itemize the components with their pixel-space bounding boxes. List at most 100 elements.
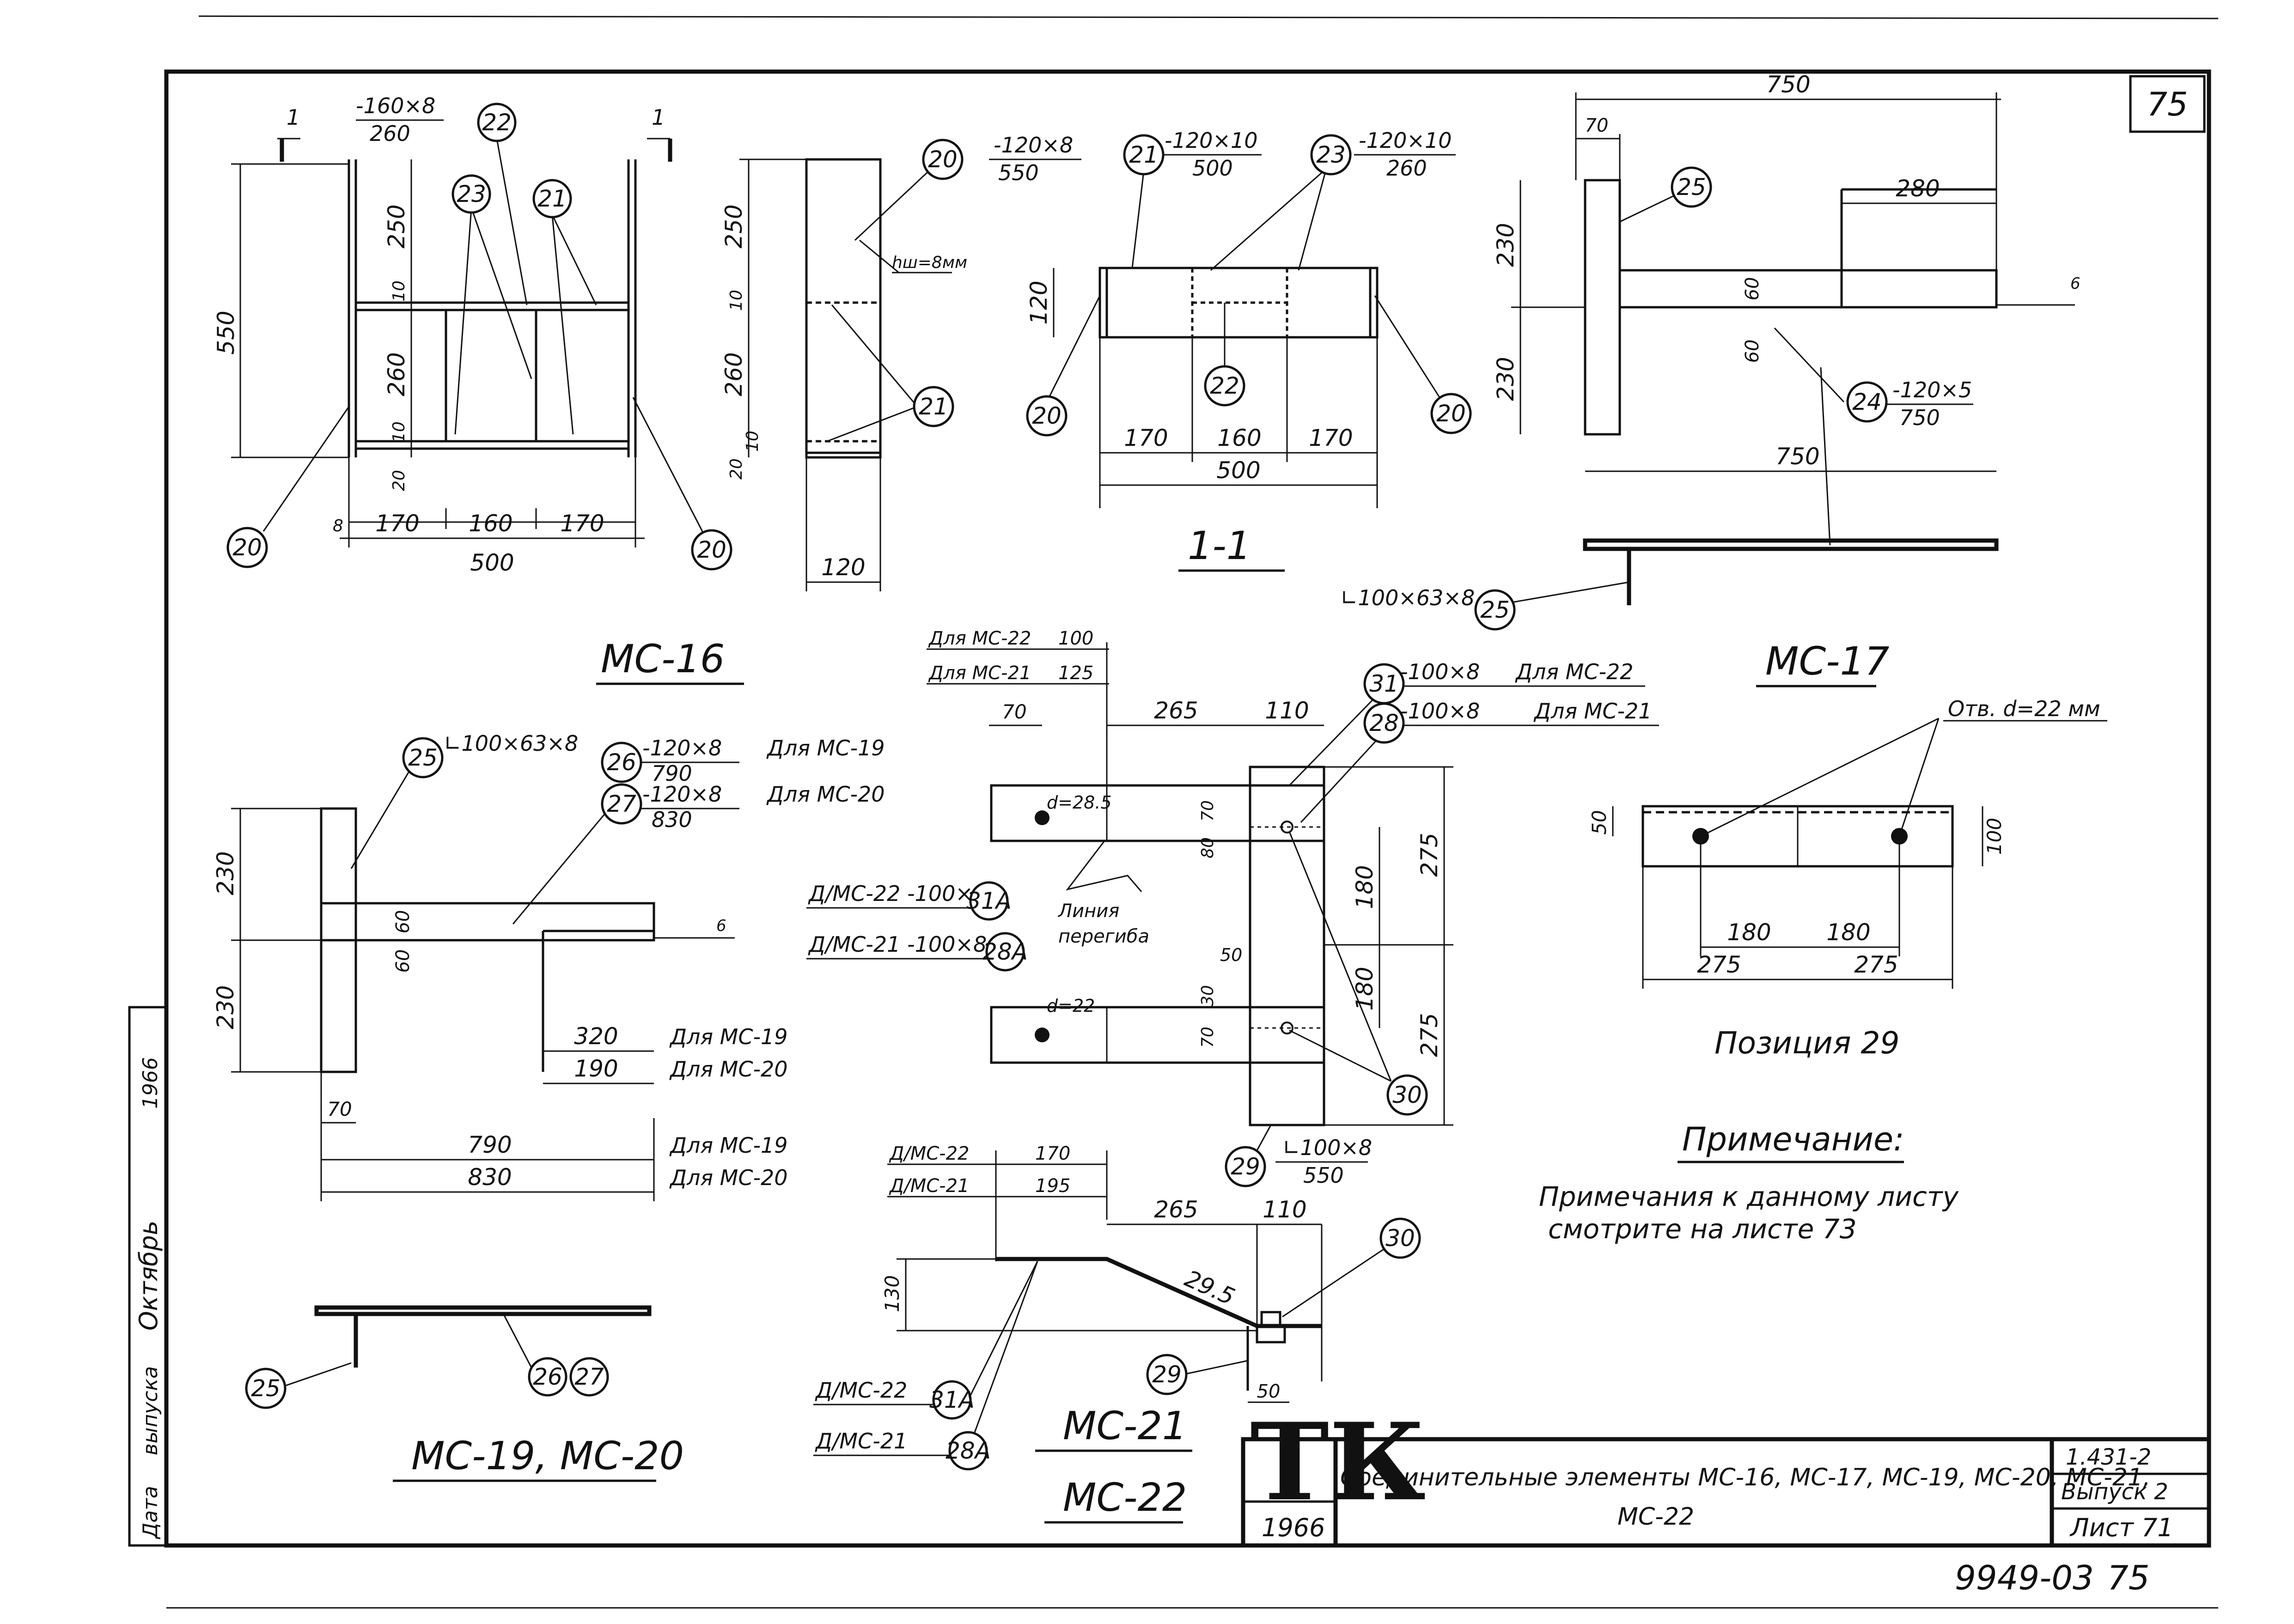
ms2122-dim-265: 265 — [1154, 697, 1198, 724]
ms1920-callout-26b: 26 — [528, 1357, 567, 1397]
ms2122-plate-31-spec: -100×8 — [1400, 659, 1480, 684]
svg-text:25: 25 — [251, 1375, 281, 1402]
svg-text:25: 25 — [1480, 596, 1510, 623]
ms2122-callout-30: 30 — [1386, 1074, 1428, 1116]
svg-text:27: 27 — [574, 1363, 604, 1390]
ms16-plate-22-spec: -160×8 — [356, 93, 435, 118]
sec11-callout-23: 23 — [1310, 134, 1352, 176]
ms2122-low-callout-31a: 31А — [929, 1380, 975, 1420]
ms2122-low-for22: Д/МС-22 — [889, 1143, 970, 1164]
svg-text:22: 22 — [482, 109, 512, 136]
bottom-code: 9949-03 — [1955, 1558, 2094, 1597]
ms2122-low-callout-28a: 28А — [946, 1431, 991, 1471]
ms2122-dim-125: 125 — [1058, 663, 1093, 684]
ms2122-dim-80: 80 — [1198, 837, 1217, 858]
ms2122-low-130: 130 — [881, 1275, 903, 1312]
sec11-dim-170a: 170 — [1124, 425, 1168, 451]
ms17-dim-750: 750 — [1766, 71, 1810, 98]
ms2122-callout-31a: 31А — [966, 881, 1012, 921]
ms2122-view: Для МС-22 100 Для МС-21 125 70 265 110 d… — [806, 628, 1659, 1524]
ms2122-dim-50: 50 — [1220, 945, 1242, 965]
ms1920-dim-70: 70 — [327, 1098, 352, 1120]
ms17-dim-70: 70 — [1585, 115, 1609, 136]
title-block: ТК 1966 Соединительные элементы МС-16, М… — [1241, 1400, 2211, 1548]
svg-text:20: 20 — [1032, 402, 1062, 429]
ms2122-title-b: МС-22 — [1063, 1475, 1187, 1520]
ms1920-callout-27: 27 — [601, 783, 642, 825]
title-block-sheet: Лист 71 — [2069, 1513, 2173, 1542]
svg-text:25: 25 — [408, 744, 438, 771]
margin-label-issue: выпуска — [139, 1366, 162, 1455]
side-dim-10a: 10 — [727, 290, 746, 311]
ms2122-low-50: 50 — [1257, 1381, 1281, 1402]
sec11-dim-160: 160 — [1217, 425, 1261, 451]
svg-text:31А: 31А — [929, 1387, 975, 1413]
ms2122-p31a-spec: Д/МС-22 -100×8 — [808, 881, 987, 906]
svg-text:24: 24 — [1852, 389, 1882, 415]
ms1920-dim-190: 190 — [574, 1055, 618, 1082]
ms17-dim-60b: 60 — [1742, 340, 1763, 363]
sec11-callout-20-right: 20 — [1430, 393, 1472, 434]
sec11-plate-23-length: 260 — [1386, 156, 1427, 181]
svg-text:27: 27 — [607, 791, 636, 817]
pos29-dim-180b: 180 — [1826, 919, 1870, 946]
ms2122-plate-31-for: Для МС-22 — [1515, 659, 1634, 684]
ms2122-dim-70b: 70 — [1198, 1027, 1217, 1048]
sec11-dim-500: 500 — [1216, 457, 1260, 484]
ms16-dim-20: 20 — [390, 470, 409, 491]
ms2122-low-callout-29: 29 — [1146, 1354, 1188, 1395]
ms1920-dim-60b: 60 — [392, 949, 414, 973]
ms1920-title: МС-19, МС-20 — [411, 1433, 684, 1478]
corner-number: 75 — [2147, 85, 2188, 123]
ms16-dim-500: 500 — [470, 549, 514, 576]
ms2122-dim-180b: 180 — [1351, 967, 1378, 1010]
ms2122-for21-125: Для МС-21 — [928, 663, 1031, 684]
sec11-dim-120: 120 — [1025, 280, 1052, 324]
section-1-1: 120 170 160 170 500 -120×10 500 -120×10 … — [1025, 128, 1472, 572]
ms1920-plate-27-spec: -120×8 — [642, 782, 722, 807]
svg-text:20: 20 — [928, 146, 958, 173]
side-dim-120: 120 — [821, 554, 865, 581]
ms2122-low-for22b: Д/МС-22 — [815, 1378, 907, 1403]
ms1920-dim-830: 830 — [468, 1164, 512, 1191]
ms16-view: 550 250 10 260 10 20 8 170 160 170 500 1… — [213, 93, 744, 685]
ms16-dim-8: 8 — [333, 517, 343, 535]
ms1920-plate-27-for: Для МС-20 — [766, 782, 885, 807]
ms2122-dim-100: 100 — [1058, 628, 1093, 649]
svg-text:31: 31 — [1369, 670, 1399, 697]
ms17-callout-24: 24 — [1846, 381, 1888, 423]
title-block-year: 1966 — [1262, 1513, 1325, 1542]
side-dim-260: 260 — [720, 352, 747, 396]
ms2122-hole1: d=28.5 — [1047, 792, 1112, 813]
ms2122-low-170: 170 — [1035, 1143, 1070, 1164]
ms16-callout-20-left: 20 — [226, 527, 268, 568]
margin-label-month: Октябрь — [134, 1221, 163, 1331]
ms1920-dim-790: 790 — [468, 1131, 512, 1158]
title-block-logo: ТК — [1250, 1400, 1426, 1525]
top-edge-line — [198, 15, 2219, 19]
ms2122-plate-28-for: Для МС-21 — [1533, 699, 1652, 724]
ms2122-callout-28a: 28А — [982, 932, 1028, 972]
ms16-callout-23: 23 — [451, 174, 491, 214]
ms2122-bend-label: Линия — [1057, 900, 1119, 922]
ms2122-bend-label2: перегиба — [1058, 926, 1149, 947]
side-callout-21: 21 — [913, 386, 954, 427]
svg-text:20: 20 — [697, 536, 726, 563]
svg-text:30: 30 — [1385, 1225, 1415, 1252]
title-block-issue: Выпуск 2 — [2061, 1479, 2168, 1505]
ms2122-for22-100: Для МС-22 — [928, 628, 1031, 649]
note-block: Примечание: Примечания к данному листу с… — [1539, 1120, 1959, 1245]
margin-year: 1966 — [139, 1057, 162, 1109]
svg-text:30: 30 — [1392, 1082, 1422, 1108]
side-plate-20-length: 550 — [998, 160, 1039, 185]
ms2122-dim-110: 110 — [1265, 697, 1309, 724]
title-block-title-line2: МС-22 — [1617, 1503, 1694, 1531]
ms16-dim-170a: 170 — [375, 510, 419, 537]
side-dim-20: 20 — [727, 458, 746, 480]
ms16-section-mark-right: 1 — [652, 105, 665, 130]
ms2122-callout-29: 29 — [1225, 1146, 1266, 1187]
ms17-dim-280: 280 — [1896, 175, 1940, 202]
ms1920-plate-27-length: 830 — [652, 807, 692, 832]
ms17-view: 750 70 230 230 280 60 60 6 750 -120×5 75… — [1340, 71, 2080, 687]
